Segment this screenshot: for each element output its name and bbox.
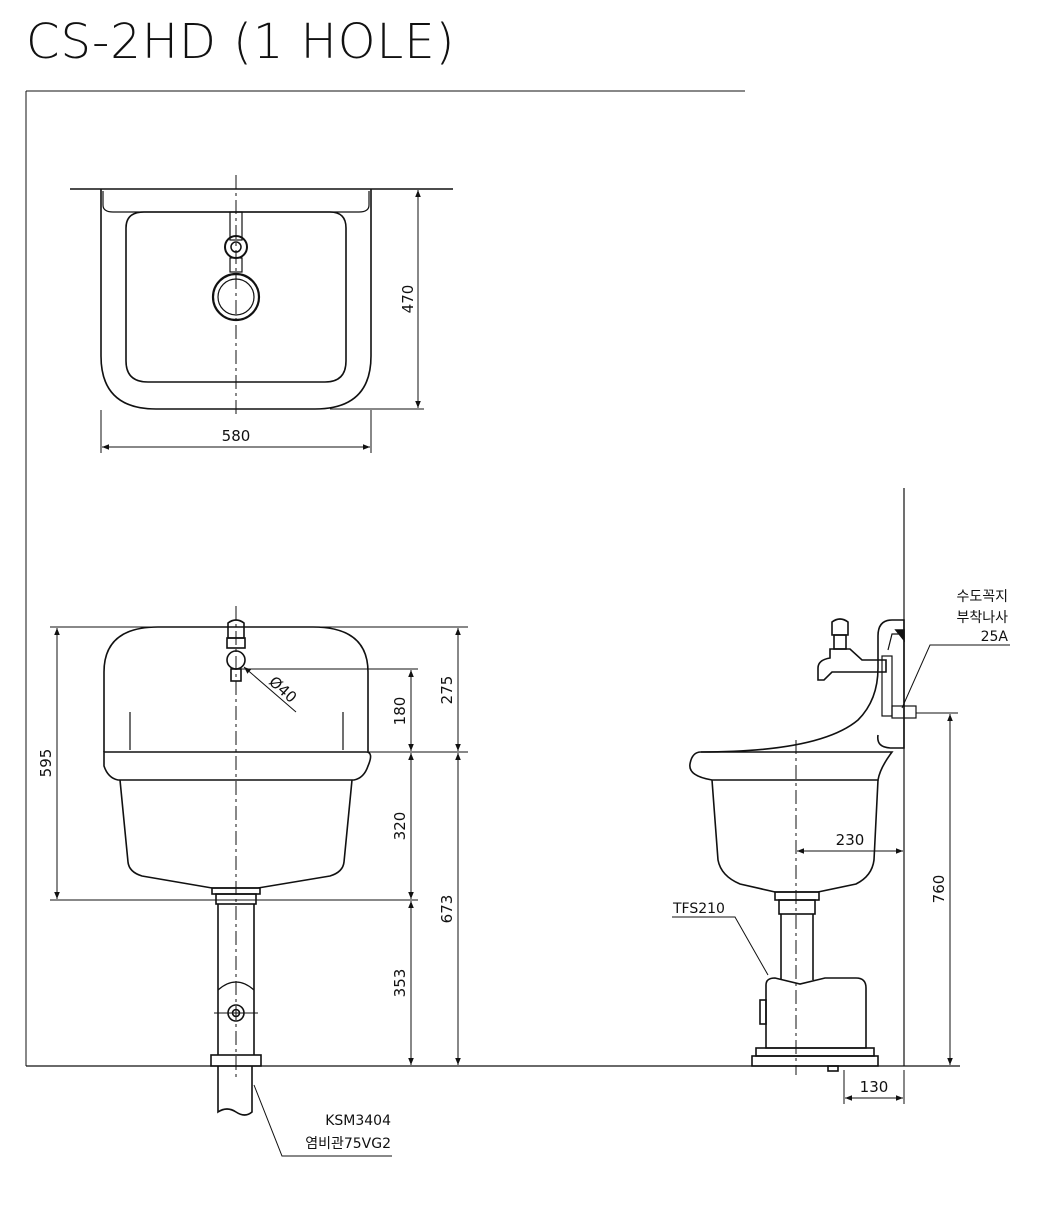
- front-dimensions: [50, 626, 468, 1157]
- label-faucet-screw-size: 25A: [981, 629, 1009, 645]
- dim-top-depth: 470: [399, 285, 417, 314]
- dim-floor-offset: 130: [860, 1078, 889, 1096]
- label-pipe-line2: 염비관75VG2: [305, 1136, 391, 1152]
- top-view: [70, 175, 453, 415]
- drawing-title: CS-2HD (1 HOLE): [26, 14, 456, 70]
- label-trap-model: TFS210: [672, 901, 725, 917]
- dim-hole-diameter: Ø40: [265, 673, 300, 707]
- dim-trap-height: 353: [391, 969, 409, 998]
- side-dimensions: [672, 644, 1010, 1104]
- dim-side-projection: 230: [836, 831, 865, 849]
- drawing-frame: [25, 90, 960, 1067]
- dim-top-width: 580: [222, 427, 251, 445]
- dim-back-height: 275: [438, 676, 456, 705]
- dim-bowl-depth: 320: [391, 812, 409, 841]
- dim-rim-height: 673: [438, 895, 456, 924]
- side-view: [689, 488, 917, 1075]
- front-view: [103, 606, 372, 1116]
- dim-faucet-height: 180: [391, 697, 409, 726]
- label-faucet-screw-line1: 수도꼭지: [956, 589, 1008, 605]
- top-dimensions: [100, 188, 424, 453]
- label-faucet-screw-line2: 부착나사: [956, 610, 1008, 626]
- dim-front-height: 595: [37, 749, 55, 778]
- label-pipe-line1: KSM3404: [325, 1113, 391, 1129]
- dim-side-height: 760: [930, 875, 948, 904]
